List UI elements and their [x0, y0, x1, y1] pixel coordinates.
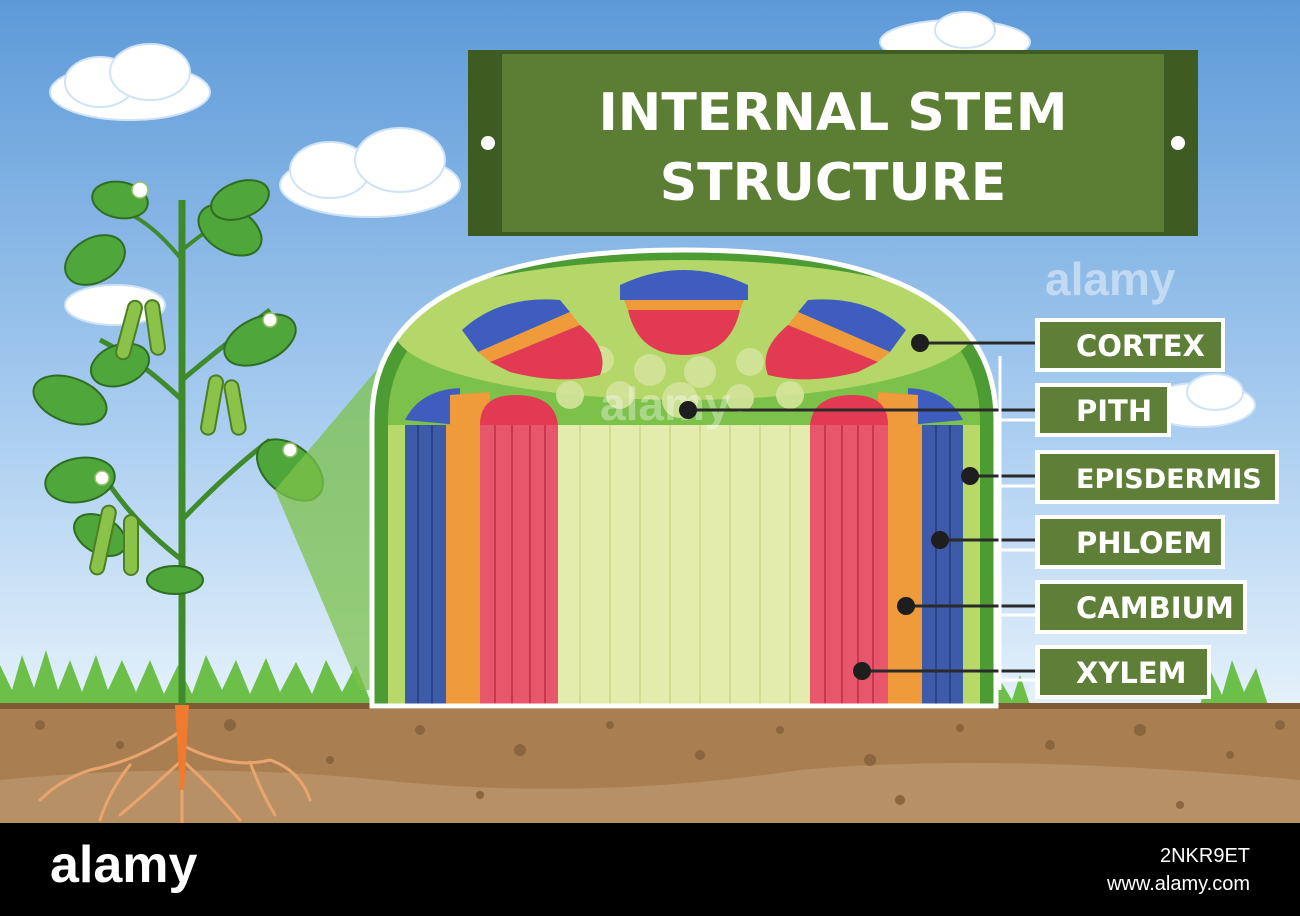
label-phloem-text: PHLOEM	[1076, 526, 1212, 560]
vascular-bundle-top	[620, 270, 748, 355]
taproot	[175, 705, 189, 790]
label-episdermis-text: EPISDERMIS	[1076, 464, 1262, 495]
cloud	[279, 127, 461, 218]
label-cambium: CAMBIUM	[1035, 580, 1247, 634]
soil-pebbles	[35, 719, 1285, 809]
label-pith-text: PITH	[1076, 394, 1152, 428]
footer-image-id: 2NKR9ET	[1160, 845, 1250, 867]
phloem-tissue-left	[405, 425, 446, 706]
page-title-line2: STRUCTURE	[660, 153, 1007, 213]
label-episdermis: EPISDERMIS	[1035, 450, 1279, 504]
soil-layer	[0, 762, 1300, 823]
phloem-tissue-right	[922, 425, 963, 706]
footer-brand: alamy	[50, 836, 198, 894]
vascular-bundle-right	[765, 299, 906, 380]
xylem-tissue-right	[810, 425, 888, 706]
label-cortex-text: CORTEX	[1076, 329, 1205, 363]
footer-bar	[0, 823, 1300, 912]
cambium-tissue-right	[888, 425, 922, 706]
epidermis-left	[388, 425, 405, 706]
title-board: INTERNAL STEM STRUCTURE	[468, 50, 1198, 236]
watermark: alamy	[600, 378, 731, 430]
vascular-bundle-side	[405, 388, 963, 425]
vascular-bundle-left	[462, 299, 603, 380]
xylem-tissue-left	[480, 425, 558, 706]
magnify-cone	[275, 360, 385, 690]
cloud	[879, 11, 1031, 65]
pith-tissue	[558, 425, 810, 706]
label-xylem-text: XYLEM	[1076, 656, 1187, 690]
grass	[0, 650, 1268, 705]
label-cortex: CORTEX	[1035, 318, 1225, 372]
leader-lines	[688, 341, 1040, 673]
page-title-line1: INTERNAL STEM	[598, 83, 1067, 143]
footer-url: www.alamy.com	[1106, 873, 1250, 895]
epidermis-right	[963, 425, 980, 706]
cloud	[49, 43, 211, 121]
stem-section	[369, 247, 999, 709]
label-connectors	[998, 356, 1036, 690]
label-phloem: PHLOEM	[1035, 515, 1225, 569]
cambium-tissue-left	[446, 425, 480, 706]
watermark: alamy	[1045, 253, 1176, 305]
label-cambium-text: CAMBIUM	[1076, 591, 1234, 625]
label-xylem: XYLEM	[1035, 645, 1211, 699]
leader-dots	[679, 334, 979, 680]
label-pith: PITH	[1035, 383, 1171, 437]
